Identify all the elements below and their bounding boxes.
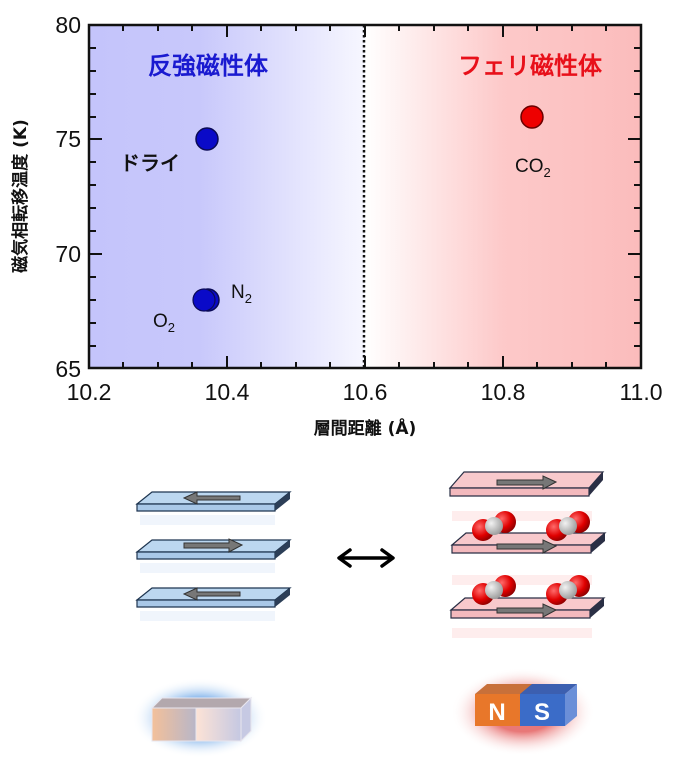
svg-text:10.2: 10.2 [67,379,112,405]
data-point-dry [195,127,219,151]
antiferromagnet-layer-stack [135,491,292,621]
plot-area: 10.2 10.4 10.6 10.8 11.0 65 70 75 80 層間距… [10,12,663,439]
double-arrow-icon [337,548,395,568]
svg-text:80: 80 [55,12,81,38]
co2-molecule-icon [546,511,590,541]
point-label-n2: N2 [231,282,252,306]
co2-molecule-icon [472,575,516,605]
bar-magnet-icon: N S [451,668,595,756]
region-label-antiferromagnet: 反強磁性体 [148,52,269,80]
layer-plate [450,532,607,554]
layer-plate [448,471,605,497]
region-ferrimagnet-bg [365,25,641,368]
arrow-right-icon [496,475,558,490]
svg-text:75: 75 [55,126,81,152]
magnet-north-label: N [488,699,505,726]
arrow-left-icon [182,491,241,505]
data-point-co2 [520,105,544,129]
magnet-south-label: S [534,699,550,726]
region-antiferromagnet-bg [89,25,365,368]
y-tick-labels: 65 70 75 80 [55,12,81,382]
point-label-dry: ドライ [120,151,180,175]
data-point-o2 [192,288,216,312]
point-label-co2: CO2 [515,156,551,180]
svg-text:65: 65 [55,356,81,382]
y-axis-title: 磁気相転移温度 (K) [10,119,31,273]
arrow-right-icon [496,539,558,554]
svg-text:10.8: 10.8 [481,379,526,405]
ferrimagnet-layer-stack [448,471,607,638]
arrow-right-icon [496,603,558,618]
layer-plate [449,597,606,619]
layer-plate [135,491,292,512]
layer-plate [135,587,292,608]
x-tick-labels: 10.2 10.4 10.6 10.8 11.0 [67,379,663,405]
svg-text:10.4: 10.4 [205,379,250,405]
svg-text:11.0: 11.0 [619,379,662,405]
arrow-left-icon [182,587,241,601]
svg-text:70: 70 [55,241,81,267]
nonmagnetized-block-icon [132,678,268,758]
layer-plate [135,538,292,560]
region-label-ferrimagnet: フェリ磁性体 [458,52,603,80]
x-axis-title: 層間距離 (Å) [314,416,417,439]
x-ticks [122,25,607,368]
point-label-o2: O2 [153,311,175,335]
svg-text:10.6: 10.6 [343,379,388,405]
co2-molecule-icon [546,575,590,605]
arrow-right-icon [183,538,244,553]
y-ticks [89,47,641,347]
co2-molecule-icon [472,511,516,541]
